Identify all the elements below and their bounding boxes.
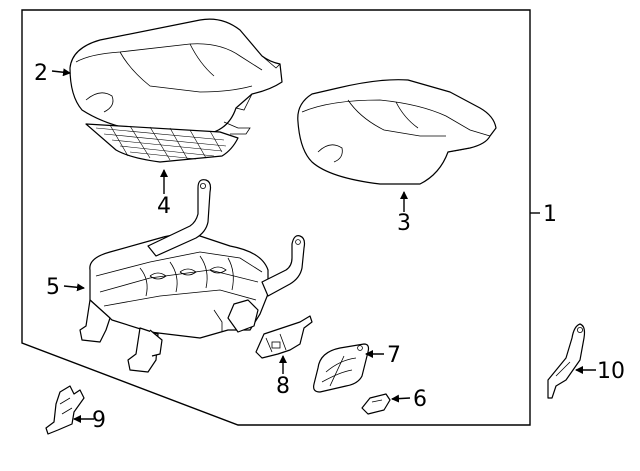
part-4-heater-pad [85, 121, 251, 163]
part-3-seat-cushion [297, 79, 497, 185]
assembly-boundary [21, 9, 531, 426]
callout-3: 3 [397, 211, 411, 236]
part-8-side-cover [255, 315, 313, 359]
callout-7: 7 [387, 343, 401, 368]
callout-2: 2 [34, 61, 48, 86]
part-5-seat-frame [79, 179, 306, 373]
callout-10: 10 [597, 359, 625, 384]
part-7-side-shield [313, 343, 370, 393]
callout-6-leader [391, 394, 411, 403]
callout-6: 6 [413, 387, 427, 412]
part-10-rod-bracket [547, 323, 586, 399]
callout-5-leader [63, 283, 85, 292]
callout-4: 4 [157, 194, 171, 219]
part-2-seat-cushion [69, 18, 283, 133]
part-6-clip [361, 393, 391, 415]
part-9-hinge-bracket [45, 385, 85, 435]
callout-1: 1 [543, 202, 557, 227]
callout-8: 8 [276, 374, 290, 399]
callout-5: 5 [46, 275, 60, 300]
callout-9: 9 [92, 408, 106, 433]
callout-2-leader [51, 68, 71, 77]
